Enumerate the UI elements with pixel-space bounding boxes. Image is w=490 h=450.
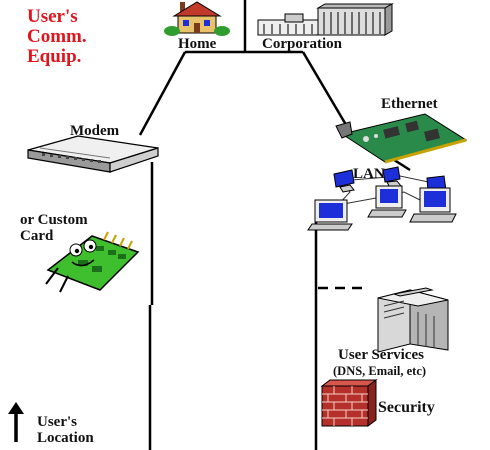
ethernet-label: Ethernet	[381, 96, 438, 112]
line-home-to-modem	[138, 51, 187, 136]
lan-monitor-5	[409, 187, 457, 223]
house-icon	[164, 1, 230, 36]
modem-label: Modem	[70, 123, 120, 139]
home-label: Home	[178, 36, 217, 52]
lan-computers-icon	[307, 166, 457, 231]
user-services-label: User Services	[338, 347, 424, 363]
firewall-brick-icon	[320, 379, 378, 427]
user-services-detail-label: (DNS, Email, etc)	[333, 364, 427, 378]
modem-icon	[27, 135, 159, 173]
corporation-building-icon	[257, 3, 394, 36]
title-line-2: Comm.	[27, 26, 87, 47]
lan-monitor-4	[367, 185, 407, 218]
security-label: Security	[378, 399, 435, 416]
user-location-label-line-1: User's	[37, 414, 77, 430]
custom-card-label-line-1: or Custom	[20, 212, 88, 228]
user-location-label-line-2: Location	[37, 430, 94, 446]
ethernet-card-icon	[335, 113, 468, 164]
lan-monitor-2	[382, 166, 402, 189]
corporation-label: Corporation	[262, 36, 342, 52]
line-corp-to-ethernet	[301, 51, 354, 136]
lan-label: LAN	[353, 166, 385, 182]
up-arrow-icon	[8, 402, 24, 442]
custom-card-label-line-2: Card	[20, 228, 54, 244]
title-line-3: Equip.	[27, 46, 82, 67]
custom-card-mascot-icon	[45, 231, 140, 293]
lan-monitor-1	[333, 169, 355, 193]
server-icon	[377, 287, 449, 353]
lan-monitor-6	[307, 199, 353, 231]
title-line-1: User's	[27, 6, 78, 27]
